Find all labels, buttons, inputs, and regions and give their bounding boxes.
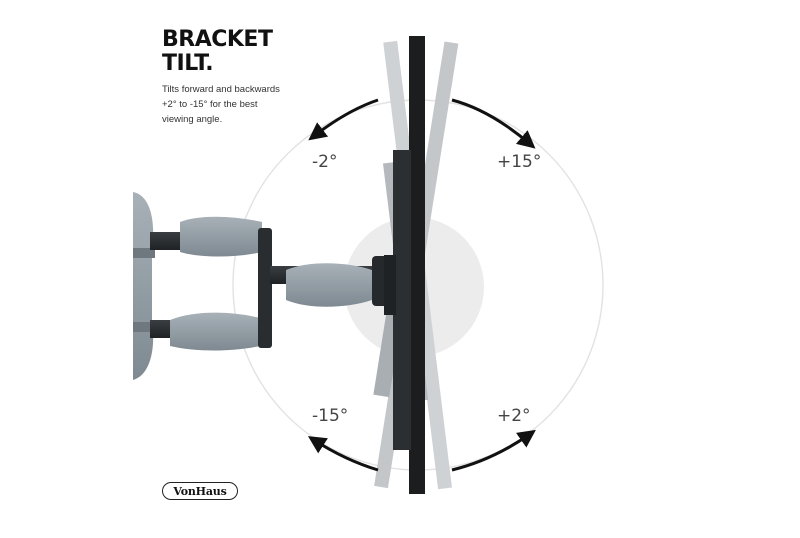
description-line-3: viewing angle.	[162, 114, 223, 125]
bracket-arms	[150, 216, 394, 351]
angle-label-top-right: +15°	[497, 152, 542, 172]
arrow-left-icon	[308, 98, 379, 141]
description-line-2: +2° to -15° for the best	[162, 99, 258, 110]
arrow-left-icon	[307, 436, 379, 472]
angle-label-top-left: -2°	[312, 152, 338, 172]
description-line-1: Tilts forward and backwards	[162, 84, 280, 95]
headline: BRACKET TILT.	[162, 27, 273, 76]
headline-line-2: TILT.	[162, 51, 214, 76]
arrow-right-icon	[451, 429, 536, 472]
wall-plate	[133, 192, 155, 380]
description: Tilts forward and backwards +2° to -15° …	[162, 82, 312, 127]
arrow-right-icon	[451, 98, 536, 149]
headline-line-1: BRACKET	[162, 27, 273, 52]
brand-logo: VonHaus	[162, 482, 238, 500]
angle-label-bottom-left: -15°	[312, 406, 349, 426]
angle-label-bottom-right: +2°	[497, 406, 531, 426]
tv-panel	[384, 36, 425, 494]
